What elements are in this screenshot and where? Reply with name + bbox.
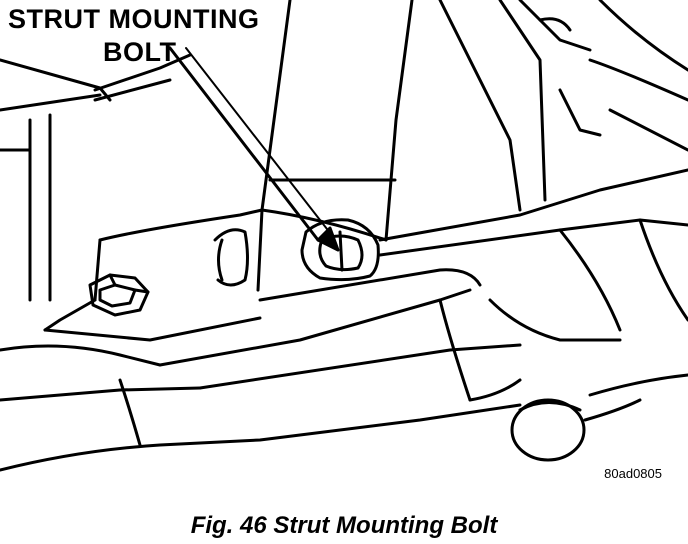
- callout-underline: [93, 53, 192, 102]
- upper-frame-rail: [0, 58, 112, 302]
- callout-leader: [168, 46, 340, 252]
- callout-label-line2: BOLT: [103, 37, 177, 67]
- reference-code: 80ad0805: [604, 466, 662, 481]
- right-suspension-structure: [378, 0, 688, 342]
- knuckle-boss: [213, 228, 249, 287]
- knuckle-bolt: [88, 273, 150, 317]
- strut-mounting-bolt: [300, 218, 380, 282]
- figure-caption: Fig. 46 Strut Mounting Bolt: [190, 512, 498, 539]
- knuckle-assembly: [0, 208, 522, 472]
- callout-label-line1: STRUT MOUNTING: [8, 4, 260, 34]
- lower-plug: [510, 373, 688, 462]
